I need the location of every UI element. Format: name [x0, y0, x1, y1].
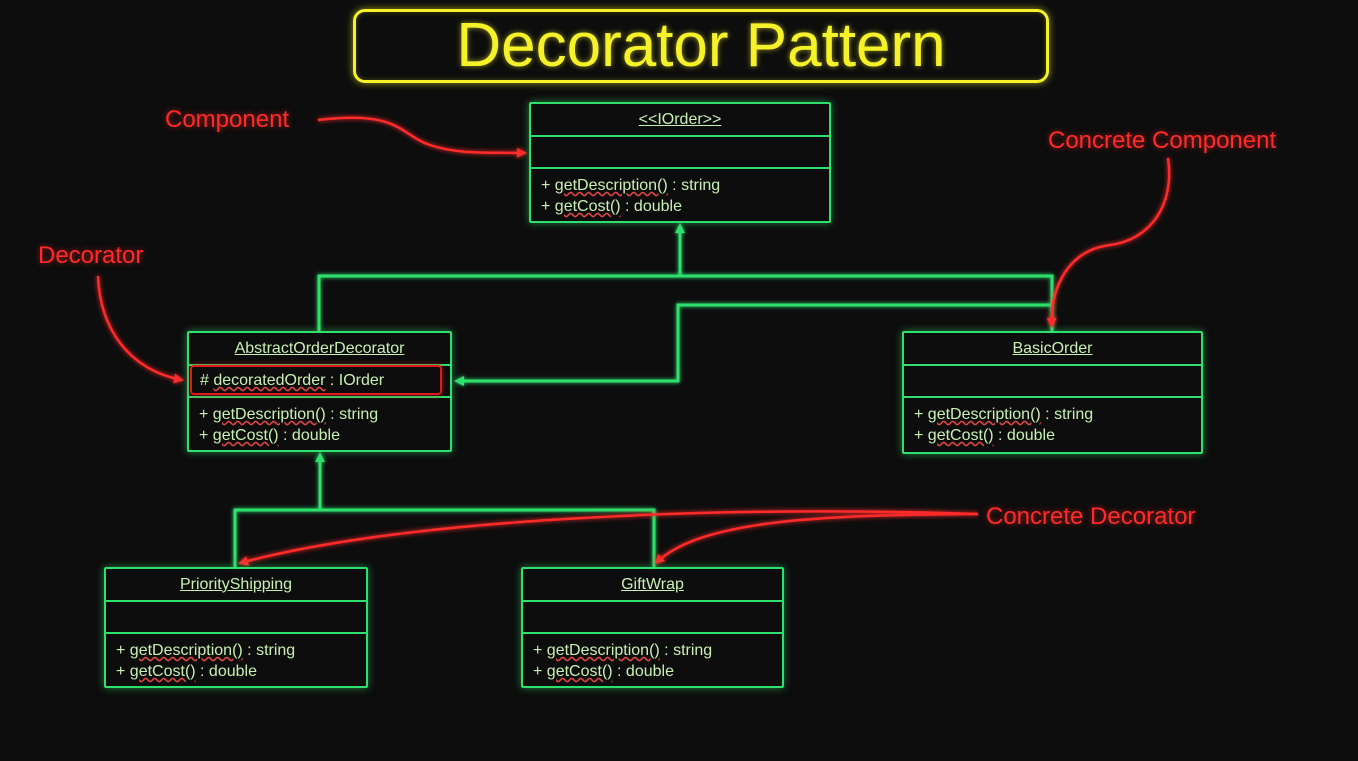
arrow-concrete-component: [1046, 157, 1171, 328]
attributes-section: [106, 602, 366, 634]
operations-section: + getDescription() : string + getCost() …: [531, 169, 829, 223]
class-abstract-order-decorator[interactable]: AbstractOrderDecorator # decoratedOrder …: [187, 331, 452, 452]
operation: + getDescription() : string: [533, 642, 713, 659]
arrow-decorator: [96, 275, 184, 384]
attributes-section: [904, 366, 1201, 398]
arrow-concrete-decorator-2: [654, 512, 979, 565]
attributes-section: [531, 137, 829, 169]
operations-section: + getDescription() : string + getCost() …: [106, 634, 366, 688]
operation: + getDescription() : string: [116, 642, 296, 659]
label-decorator: Decorator: [38, 242, 144, 269]
operation: + getDescription() : string: [914, 406, 1094, 423]
operations-section: + getDescription() : string + getCost() …: [189, 398, 450, 452]
class-name: PriorityShipping: [106, 569, 366, 602]
title-box: Decorator Pattern: [353, 9, 1049, 83]
operation: + getCost() : double: [914, 427, 1055, 444]
operation: + getCost() : double: [199, 427, 340, 444]
class-gift-wrap[interactable]: GiftWrap + getDescription() : string + g…: [521, 567, 784, 688]
operation: + getCost() : double: [541, 198, 682, 215]
arrow-concrete-decorator-1: [238, 510, 979, 566]
operations-section: + getDescription() : string + getCost() …: [523, 634, 782, 688]
diagram-title: Decorator Pattern: [456, 11, 946, 80]
operation: + getDescription() : string: [199, 406, 379, 423]
class-name: BasicOrder: [904, 333, 1201, 366]
class-name: AbstractOrderDecorator: [189, 333, 450, 366]
inherit-line-concrete: [233, 508, 656, 567]
class-basic-order[interactable]: BasicOrder + getDescription() : string +…: [902, 331, 1203, 454]
attribute: # decoratedOrder : IOrder: [200, 372, 385, 389]
label-component: Component: [165, 106, 290, 133]
operation: + getDescription() : string: [541, 177, 721, 194]
class-iorder[interactable]: <<IOrder>> + getDescription() : string +…: [529, 102, 831, 223]
attributes-section: # decoratedOrder : IOrder: [189, 365, 450, 398]
operations-section: + getDescription() : string + getCost() …: [904, 398, 1201, 452]
aggregation-line: [454, 303, 1052, 386]
arrow-component: [317, 116, 527, 158]
class-name: <<IOrder>>: [531, 104, 829, 137]
attributes-section: [523, 602, 782, 634]
class-name: GiftWrap: [523, 569, 782, 602]
operation: + getCost() : double: [116, 663, 257, 680]
attribute-highlight: [190, 365, 442, 395]
label-concrete-component: Concrete Component: [1048, 127, 1277, 154]
label-concrete-decorator: Concrete Decorator: [986, 503, 1196, 530]
class-priority-shipping[interactable]: PriorityShipping + getDescription() : st…: [104, 567, 368, 688]
operation: + getCost() : double: [533, 663, 674, 680]
